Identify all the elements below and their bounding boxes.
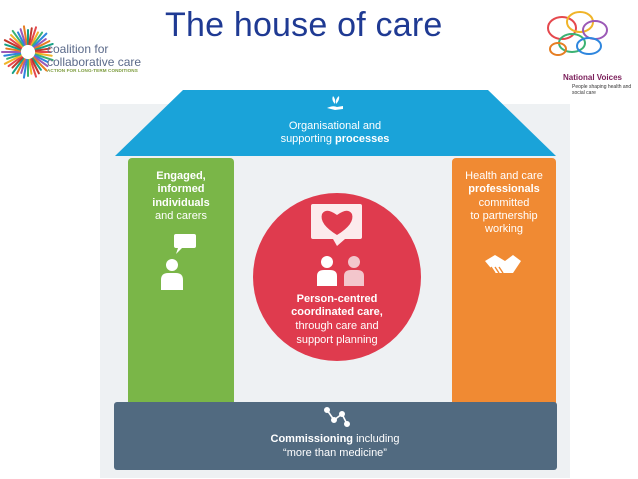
base-foundation	[114, 402, 557, 470]
coalition-logo	[0, 0, 160, 105]
coalition-logo-sunburst	[1, 25, 54, 79]
right-pillar-line1: Health and care	[465, 170, 543, 182]
left-pillar-line2: informed	[157, 183, 205, 195]
people-icon	[317, 256, 364, 286]
center-line1: Person-centred	[296, 293, 378, 305]
national-voices-tagline: People shaping health and social care	[572, 84, 632, 96]
left-pillar-line1: Engaged,	[156, 170, 206, 182]
coalition-logo-tagline: ACTION FOR LONG-TERM CONDITIONS	[47, 68, 138, 73]
handshake-icon	[485, 255, 521, 274]
center-line2: coordinated care,	[291, 306, 383, 318]
right-pillar	[452, 158, 556, 413]
roof-shape	[115, 90, 556, 156]
right-pillar-line3: committed	[478, 197, 530, 209]
national-voices-name: National Voices	[563, 73, 622, 82]
right-pillar-line4: to partnership	[470, 210, 538, 222]
base-label-bold: Commissioning	[270, 433, 354, 445]
page-title: The house of care	[165, 6, 443, 44]
right-pillar-line5: working	[485, 223, 523, 235]
center-line3: through care and	[295, 320, 379, 332]
person-speech-icon	[161, 234, 196, 290]
left-pillar-line4: and carers	[155, 210, 207, 222]
handshake-heart-icon	[311, 204, 362, 246]
speech-bubbles-icon	[547, 11, 608, 56]
roof-label-bold: processes	[335, 133, 390, 145]
roof-label-line1: Organisational and	[288, 120, 382, 132]
base-label-normal: including	[353, 433, 400, 445]
base-line1: Commissioning including	[180, 433, 490, 445]
hand-plant-icon	[327, 96, 343, 110]
coalition-logo-line2: collaborative care	[47, 55, 142, 69]
right-pillar-line2: professionals	[468, 183, 540, 195]
network-icon	[323, 406, 350, 427]
roof-label-line2: supporting processes	[185, 133, 485, 145]
base-line2: “more than medicine”	[283, 447, 387, 459]
center-line4: support planning	[296, 334, 378, 346]
roof-label-normal: supporting	[280, 133, 335, 145]
national-voices-logo	[528, 0, 636, 104]
left-pillar-line3: individuals	[152, 197, 210, 209]
coalition-logo-line1: coalition for	[47, 42, 109, 56]
